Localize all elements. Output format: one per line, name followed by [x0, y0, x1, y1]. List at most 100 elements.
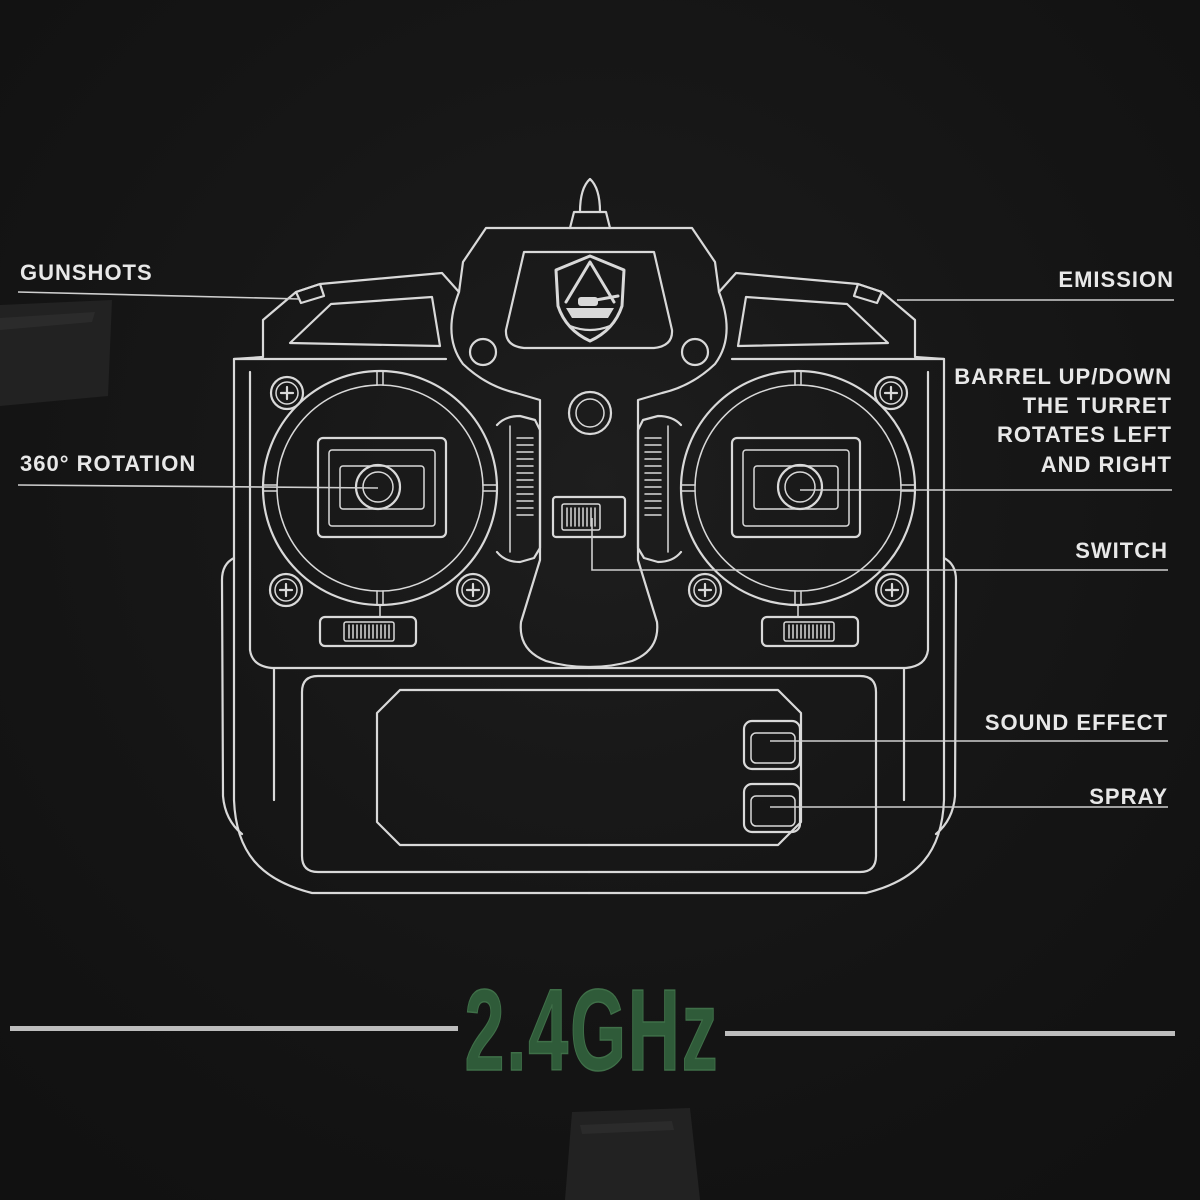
rotation-label: 360° ROTATION: [20, 451, 196, 476]
center-button-cap: [575, 398, 605, 428]
rotation-leader: [17, 484, 379, 489]
left-rail-ridges: [516, 437, 534, 516]
right-trim-handle: [783, 621, 835, 642]
left-screw-top-rim: [269, 375, 305, 411]
antenna-base: [568, 210, 612, 230]
right-rail-ridges: [644, 437, 662, 516]
left-half: [220, 226, 591, 895]
controller-diagram: [220, 177, 958, 895]
power-switch-slider: [561, 503, 601, 531]
right-joystick: [679, 369, 917, 618]
left-screw-bottom-inner-cross: [465, 582, 481, 598]
left-stick-knob-center: [362, 471, 394, 503]
right-trim-ridges: [788, 624, 830, 639]
right-logo-panel-edge: [587, 250, 674, 350]
right-screw-bottom-inner-head: [693, 578, 717, 602]
left-lower-section-edge: [270, 666, 591, 802]
logo-tank-turret: [578, 297, 598, 306]
right-gimbal-frame: [730, 436, 862, 539]
logo-tank-hull: [566, 308, 614, 318]
left-screw-bottom-inner-rim: [455, 572, 491, 608]
tank-shield-logo: [554, 254, 626, 343]
spray-label: SPRAY: [1089, 784, 1168, 809]
spray-button-outer: [742, 782, 802, 834]
left-joystick: [261, 369, 499, 618]
switch-label: SWITCH: [1075, 538, 1168, 563]
left-joystick-ring-ticks: [262, 370, 498, 618]
spray-button: [742, 782, 802, 834]
frequency-divider-right: [725, 1031, 1175, 1036]
barrel-label-line-2: THE TURRET: [1023, 393, 1172, 418]
left-center-stem-outline: [450, 290, 591, 669]
left-screw-bottom-outer-cross: [278, 582, 294, 598]
left-screw-bottom-inner-head: [461, 578, 485, 602]
sound-effect-button-outer: [742, 719, 802, 771]
right-screw-top-head: [879, 381, 903, 405]
right-trim-track: [760, 615, 860, 648]
sound-effect-label: SOUND EFFECT: [985, 710, 1168, 735]
left-indicator-light: [468, 337, 498, 367]
tape-patch-bottom-shine: [580, 1121, 674, 1134]
switch-leader: [591, 518, 1168, 571]
left-trim-ridges: [348, 624, 390, 639]
right-stick-knob: [776, 463, 824, 511]
left-joystick-ring-inner: [276, 384, 484, 592]
left-screw-top-icon: [269, 375, 305, 411]
gunshots-leader: [17, 291, 301, 300]
right-joystick-ring-ticks: [680, 370, 916, 618]
right-screen-edge: [587, 688, 803, 847]
right-screw-bottom-outer-icon: [874, 572, 910, 608]
left-screw-top-cross: [279, 385, 295, 401]
tape-patches: [0, 300, 700, 1200]
barrel-label-line-1: BARREL UP/DOWN: [954, 364, 1172, 389]
tape-patch-bottom: [565, 1108, 700, 1200]
frequency-banner: 2.4GHz: [10, 966, 1175, 1096]
antenna: [568, 177, 612, 230]
leader-lines: [17, 291, 1174, 808]
right-side-grip: [934, 556, 958, 836]
right-screw-bottom-inner-rim: [687, 572, 723, 608]
right-screw-bottom-inner-cross: [697, 582, 713, 598]
left-shoulder-panel: [288, 295, 442, 348]
gunshots-label: GUNSHOTS: [20, 260, 153, 285]
center-button-rim: [567, 390, 613, 436]
right-gunshot-trigger: [852, 282, 884, 305]
right-trim-slider: [760, 615, 860, 648]
antenna-tip: [578, 177, 602, 214]
left-screw-bottom-outer-head: [274, 578, 298, 602]
left-lower-panel: [300, 674, 591, 874]
left-side-grip: [220, 556, 244, 836]
left-screw-bottom-outer-icon: [268, 572, 304, 608]
barrel-label-line-3: ROTATES LEFT: [997, 422, 1172, 447]
center-button: [567, 390, 613, 436]
left-screw-bottom-outer-rim: [268, 572, 304, 608]
emission-label: EMISSION: [1058, 267, 1174, 292]
frequency-divider-left: [10, 1026, 458, 1031]
right-joystick-ring-inner: [694, 384, 902, 592]
left-stick-knob: [354, 463, 402, 511]
right-lower-section-edge: [587, 666, 908, 802]
sound-effect-button-inner: [750, 732, 796, 764]
right-shoulder-panel: [736, 295, 890, 348]
power-switch: [551, 495, 627, 539]
left-trim-handle: [343, 621, 395, 642]
right-gimbal-inner: [742, 449, 850, 527]
logo-shield-outline: [554, 254, 626, 343]
left-faceplate-frame: [248, 370, 274, 670]
right-screw-bottom-outer-head: [880, 578, 904, 602]
barrel-label-line-4: AND RIGHT: [1041, 452, 1172, 477]
right-indicator-light: [680, 337, 710, 367]
power-switch-ridges: [566, 507, 596, 527]
logo-chevron: [564, 260, 616, 304]
left-screw-top-head: [275, 381, 299, 405]
right-stick-knob-center: [784, 471, 816, 503]
left-logo-panel-edge: [504, 250, 591, 350]
frequency-label: 2.4GHz: [465, 967, 720, 1096]
right-half: [587, 226, 958, 895]
left-trim-slider: [318, 615, 418, 648]
tape-patch-left-shine: [0, 312, 95, 330]
logo-waves: [568, 324, 612, 332]
callout-labels: GUNSHOTS 360° ROTATION EMISSION BARREL U…: [20, 260, 1174, 809]
logo-tank-barrel: [594, 294, 620, 302]
